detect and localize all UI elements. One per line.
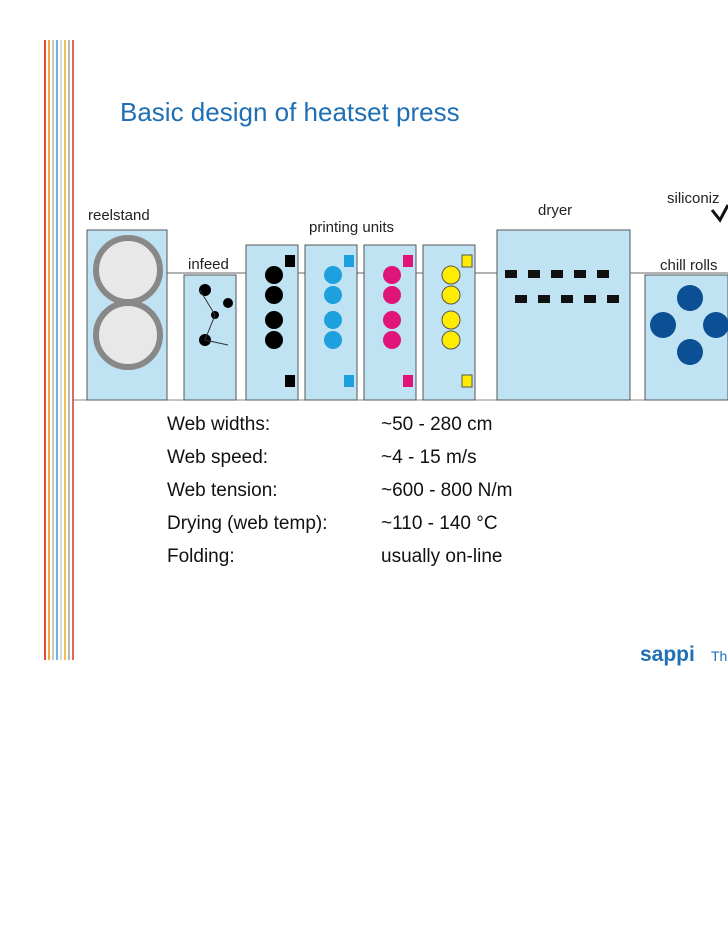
- printing-unit-magenta: [363, 244, 417, 401]
- label-reelstand: reelstand: [88, 207, 150, 224]
- dryer-unit: [496, 229, 631, 401]
- printing-unit-yellow: [422, 244, 476, 401]
- footer-tagline: Th: [711, 648, 728, 664]
- label-infeed: infeed: [188, 256, 229, 273]
- spec-value: ~600 - 800 N/m: [381, 480, 513, 501]
- spec-value: usually on-line: [381, 546, 503, 567]
- printing-unit-black: [245, 244, 299, 401]
- label-dryer: dryer: [538, 202, 572, 219]
- chill-rolls-unit: [644, 204, 728, 401]
- decorative-stripes: [44, 40, 74, 660]
- label-printing-units: printing units: [309, 219, 394, 236]
- spec-label: Web speed:: [167, 447, 269, 468]
- label-siliconiz: siliconiz: [667, 190, 720, 207]
- label-chill-rolls: chill rolls: [660, 257, 718, 274]
- spec-label: Web widths:: [167, 414, 271, 435]
- printing-unit-cyan: [304, 244, 358, 401]
- spec-label: Drying (web temp):: [167, 513, 328, 534]
- sappi-logo: sappi: [640, 643, 695, 666]
- spec-value: ~4 - 15 m/s: [381, 447, 477, 468]
- slide-title: Basic design of heatset press: [120, 97, 460, 127]
- press-diagram: reelstand infeed printing units dryer si…: [72, 190, 728, 401]
- spec-label: Web tension:: [167, 480, 278, 501]
- reelstand-unit: [86, 229, 168, 401]
- spec-label: Folding:: [167, 546, 235, 567]
- infeed-unit: [183, 274, 237, 401]
- spec-value: ~50 - 280 cm: [381, 414, 493, 435]
- spec-value: ~110 - 140 °C: [381, 513, 498, 534]
